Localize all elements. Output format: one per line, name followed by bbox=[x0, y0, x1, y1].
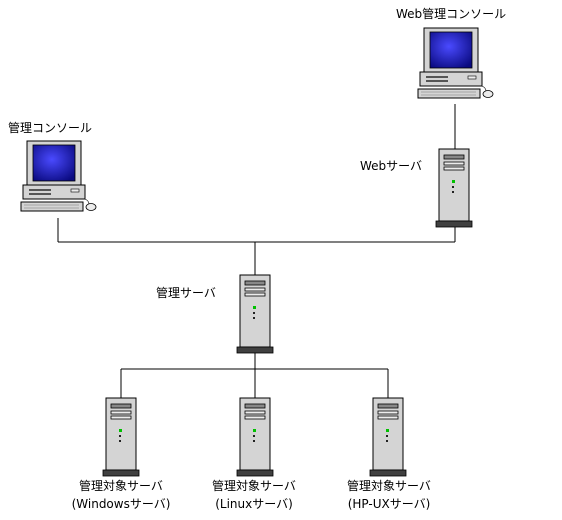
target-windows-label-2: (Windowsサーバ) bbox=[71, 497, 171, 511]
web-console-pc-icon bbox=[417, 27, 494, 99]
target-linux-server-icon bbox=[236, 397, 274, 477]
admin-server-label: 管理サーバ bbox=[156, 286, 216, 300]
target-windows-label-1: 管理対象サーバ bbox=[79, 479, 163, 493]
target-hpux-label-2: (HP-UXサーバ) bbox=[347, 497, 431, 511]
connection-lines bbox=[57, 104, 456, 398]
target-linux-label-1: 管理対象サーバ bbox=[212, 479, 296, 493]
target-hpux-server-icon bbox=[369, 397, 407, 477]
admin-console-pc-icon bbox=[20, 140, 97, 212]
target-hpux-label-1: 管理対象サーバ bbox=[347, 479, 431, 493]
web-console-label: Web管理コンソール bbox=[396, 7, 507, 21]
admin-console-label: 管理コンソール bbox=[8, 121, 93, 135]
web-server-label: Webサーバ bbox=[360, 159, 423, 173]
target-linux-label-2: (Linuxサーバ) bbox=[215, 497, 293, 511]
admin-server-icon bbox=[236, 274, 274, 354]
target-windows-server-icon bbox=[102, 397, 140, 477]
web-server-icon bbox=[435, 148, 473, 228]
